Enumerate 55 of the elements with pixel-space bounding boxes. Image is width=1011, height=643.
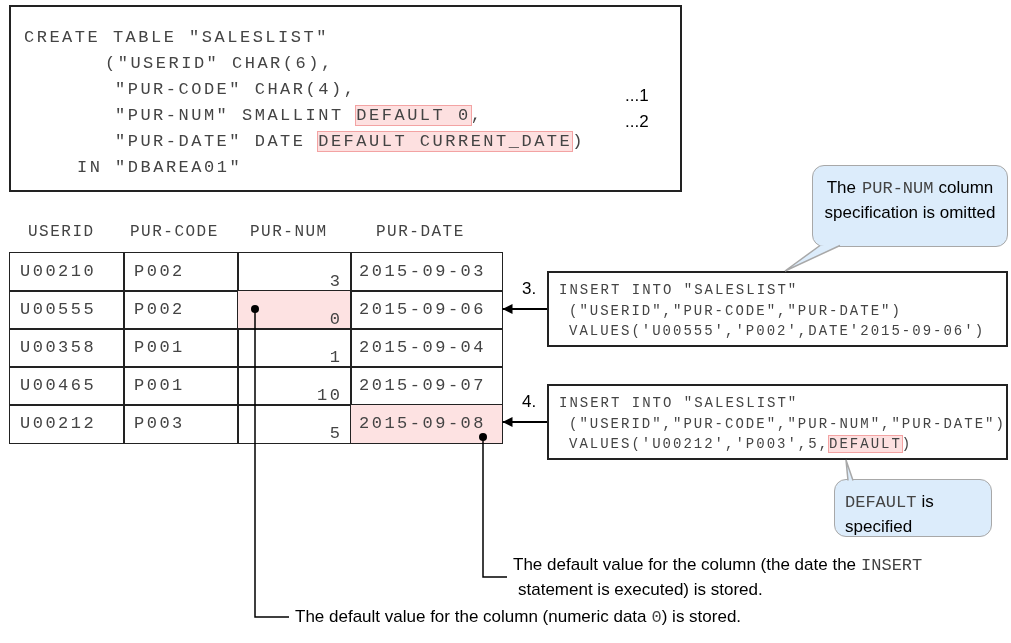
table-cell: 0 [237,290,352,330]
code-box [547,384,1008,460]
leader-line [479,433,508,578]
code-text: ("USERID" CHAR(6), [105,53,334,73]
column-header: PUR-DATE [376,223,465,241]
table-cell: P002 [123,252,239,292]
table-cell: U00358 [9,328,125,368]
table-cell: U00555 [9,290,125,330]
highlighted-code: DEFAULT [829,436,902,453]
table-cell: P003 [123,404,239,444]
table-cell: 2015-09-06 [350,290,503,330]
column-header: USERID [28,223,95,241]
step-number: 4. [522,392,537,412]
table-cell: P001 [123,366,239,406]
note-text: The default value for the column (the date the INSERT statement is executed) is stored. [513,553,953,601]
code-text: VALUES('U00555','P002',DATE'2015-09-06') [569,323,986,340]
code-text: "PUR-NUM" SMALLINT [115,105,344,125]
reference-number: ...1 [625,86,649,106]
table-cell: 2015-09-03 [350,252,503,292]
code-box [547,271,1008,347]
code-text: VALUES('U00212','P003',5, [569,436,830,453]
highlighted-code: DEFAULT CURRENT_DATE [318,131,573,151]
code-text: ) [901,436,913,453]
callout-bubble: DEFAULT is specified [834,479,992,537]
table-cell: 2015-09-04 [350,328,503,368]
code-text: "PUR-DATE" DATE [115,131,306,151]
code-text: ) [572,131,585,151]
callout-tail [845,459,854,482]
column-header: PUR-CODE [130,223,219,241]
code-text: ("USERID","PUR-CODE","PUR-DATE") [569,302,902,319]
code-text: ("USERID","PUR-CODE","PUR-NUM","PUR-DATE") [569,415,1006,432]
code-box [9,5,682,192]
table-cell: 1 [237,328,352,368]
step-number: 3. [522,279,537,299]
note-text: The default value for the column (numeric data 0) is stored. [295,605,895,629]
code-text: INSERT INTO "SALESLIST" [559,282,799,299]
table-cell: P001 [123,328,239,368]
leader-line [251,305,290,618]
arrow [501,304,548,314]
code-text: INSERT INTO "SALESLIST" [559,395,799,412]
table-cell: 2015-09-08 [350,404,503,444]
table-cell: 10 [237,366,352,406]
arrow [501,417,548,427]
table-cell: U00210 [9,252,125,292]
table-cell: U00465 [9,366,125,406]
table-cell: U00212 [9,404,125,444]
highlighted-code: DEFAULT 0 [356,105,471,125]
column-header: PUR-NUM [250,223,328,241]
code-text: , [470,105,484,125]
code-text: CREATE TABLE "SALESLIST" [24,27,329,47]
code-text: "PUR-CODE" CHAR(4), [115,79,357,99]
reference-number: ...2 [625,112,649,132]
callout-tail [784,244,841,272]
code-text: IN "DBAREA01" [77,157,243,177]
callout-bubble: The PUR-NUM column specification is omitted [812,165,1008,247]
